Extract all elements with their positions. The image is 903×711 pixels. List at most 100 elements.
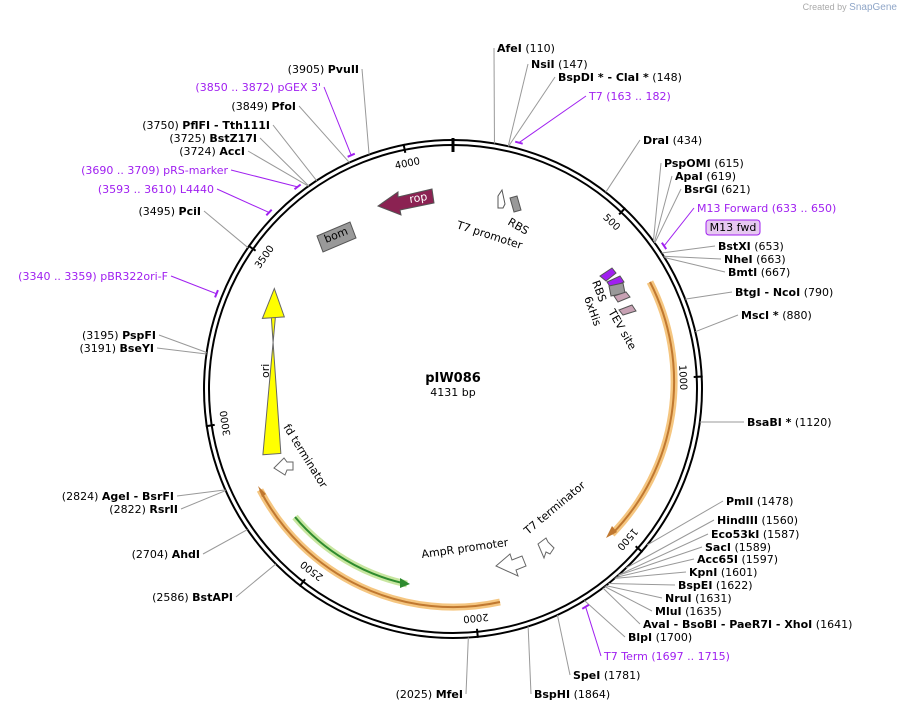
snapgene-credit: Created by SnapGene <box>803 2 897 13</box>
enzyme-name: HindIII <box>717 514 758 527</box>
enzyme-site-label: BstXI (653) <box>718 240 784 253</box>
enzyme-site-label: ApaI (619) <box>675 170 736 183</box>
enzyme-name: BstZ17I <box>209 132 257 145</box>
enzyme-position: (1120) <box>795 416 832 429</box>
enzyme-leader <box>259 137 310 187</box>
primer-range: (3593 .. 3610) <box>98 183 177 196</box>
primer-label: T7 Term (1697 .. 1715) <box>603 650 730 663</box>
enzyme-name: PmlI <box>726 495 753 508</box>
primer-range: (633 .. 650) <box>772 202 837 215</box>
primer-leader <box>518 95 587 144</box>
enzyme-position: (2586) <box>152 591 189 604</box>
tick-mark <box>618 207 627 216</box>
enzyme-leader <box>646 500 724 546</box>
primer-name: M13 Forward <box>697 202 768 215</box>
ampr-promoter-label: AmpR promoter <box>421 536 510 561</box>
enzyme-position: (880) <box>782 309 812 322</box>
his-arrow <box>599 267 617 282</box>
primer-label: M13 Forward (633 .. 650) <box>697 202 836 215</box>
ori-label: ori <box>259 364 272 378</box>
tick-mark <box>247 244 257 252</box>
enzyme-position: (3849) <box>231 100 268 113</box>
enzyme-site-label: BtgI - NcoI (790) <box>735 286 833 299</box>
enzyme-name: MscI * <box>741 309 779 322</box>
enzyme-name: BstXI <box>718 240 751 253</box>
enzyme-position: (621) <box>721 183 751 196</box>
enzyme-site-label: (3195) PspFI <box>82 329 156 342</box>
primer-mark <box>581 603 590 610</box>
primer-range: (3850 .. 3872) <box>195 81 274 94</box>
enzyme-site-label: MscI * (880) <box>741 309 812 322</box>
enzyme-leader <box>202 529 248 555</box>
enzyme-leader <box>625 519 715 569</box>
enzyme-leader <box>608 582 676 586</box>
enzyme-name: BsrGI <box>684 183 717 196</box>
fd-terminator-label: fd terminator <box>280 422 330 491</box>
enzyme-site-label: (3905) PvuII <box>288 63 359 76</box>
enzyme-site-label: Eco53kI (1587) <box>711 528 799 541</box>
enzyme-position: (615) <box>714 157 744 170</box>
tick-label: 4000 <box>394 156 421 172</box>
primer-name: pRS-marker <box>163 164 228 177</box>
enzyme-position: (2822) <box>109 503 146 516</box>
ori-arrow <box>261 287 286 456</box>
primer-leader <box>585 606 602 657</box>
enzyme-leader <box>361 68 370 155</box>
tev-arrow-1 <box>613 291 631 303</box>
enzyme-name: Acc65I <box>697 553 738 566</box>
enzyme-name: BstAPI <box>192 591 233 604</box>
enzyme-position: (1478) <box>757 495 794 508</box>
tev-arrow-2 <box>618 304 637 316</box>
orf-arrow <box>611 281 676 535</box>
ampr-green-arrow <box>294 516 408 585</box>
enzyme-position: (147) <box>558 58 588 71</box>
tick-label: 500 <box>600 212 621 233</box>
credit-prefix: Created by <box>802 2 847 12</box>
enzyme-leader <box>298 105 350 163</box>
primer-name: L4440 <box>180 183 214 196</box>
enzyme-position: (3495) <box>138 205 175 218</box>
enzyme-leader <box>556 614 571 676</box>
enzyme-name: KpnI <box>689 566 717 579</box>
rop-arrow <box>376 188 435 216</box>
feature-layer <box>256 188 678 611</box>
enzyme-name: PfoI <box>272 100 297 113</box>
enzyme-leader <box>652 162 662 242</box>
enzyme-leader <box>617 546 703 576</box>
enzyme-site-label: (3191) BseYI <box>79 342 154 355</box>
enzyme-name: BtgI - NcoI <box>735 286 800 299</box>
primer-leader <box>663 207 695 247</box>
ampr-arc-head <box>258 486 266 497</box>
enzyme-leader <box>685 291 733 300</box>
enzyme-leader <box>695 314 739 333</box>
enzyme-site-label: DraI (434) <box>643 134 702 147</box>
enzyme-name: BlpI <box>628 631 652 644</box>
enzyme-name: NsiI <box>531 58 555 71</box>
enzyme-leader <box>661 245 716 254</box>
enzyme-position: (1560) <box>761 514 798 527</box>
primer-range: (3340 .. 3359) <box>18 270 97 283</box>
enzyme-leader <box>615 558 695 578</box>
fd-terminator-arrow <box>273 457 294 476</box>
tick-mark <box>402 143 407 153</box>
enzyme-site-label: NsiI (147) <box>531 58 588 71</box>
enzyme-name: ApaI <box>675 170 703 183</box>
enzyme-site-label: (3724) AccI <box>179 145 245 158</box>
primer-range: (3690 .. 3709) <box>81 164 160 177</box>
ampr-promoter-arrow <box>495 553 527 577</box>
enzyme-site-label: BsaBI * (1120) <box>747 416 832 429</box>
enzyme-position: (3191) <box>79 342 116 355</box>
primer-leader <box>216 188 270 213</box>
enzyme-leader <box>272 124 318 181</box>
primer-name: pBR322ori-F <box>100 270 168 283</box>
primer-leader <box>170 275 217 295</box>
enzyme-site-label: BmtI (667) <box>728 266 790 279</box>
enzyme-position: (3724) <box>179 145 216 158</box>
m13-fwd-box <box>705 219 761 236</box>
enzyme-position: (2824) <box>62 490 99 503</box>
enzyme-name: AfeI <box>497 42 522 55</box>
enzyme-site-label: KpnI (1601) <box>689 566 757 579</box>
tick-label: 3500 <box>253 244 277 271</box>
enzyme-position: (1864) <box>574 688 611 701</box>
primer-range: (163 .. 182) <box>606 90 671 103</box>
